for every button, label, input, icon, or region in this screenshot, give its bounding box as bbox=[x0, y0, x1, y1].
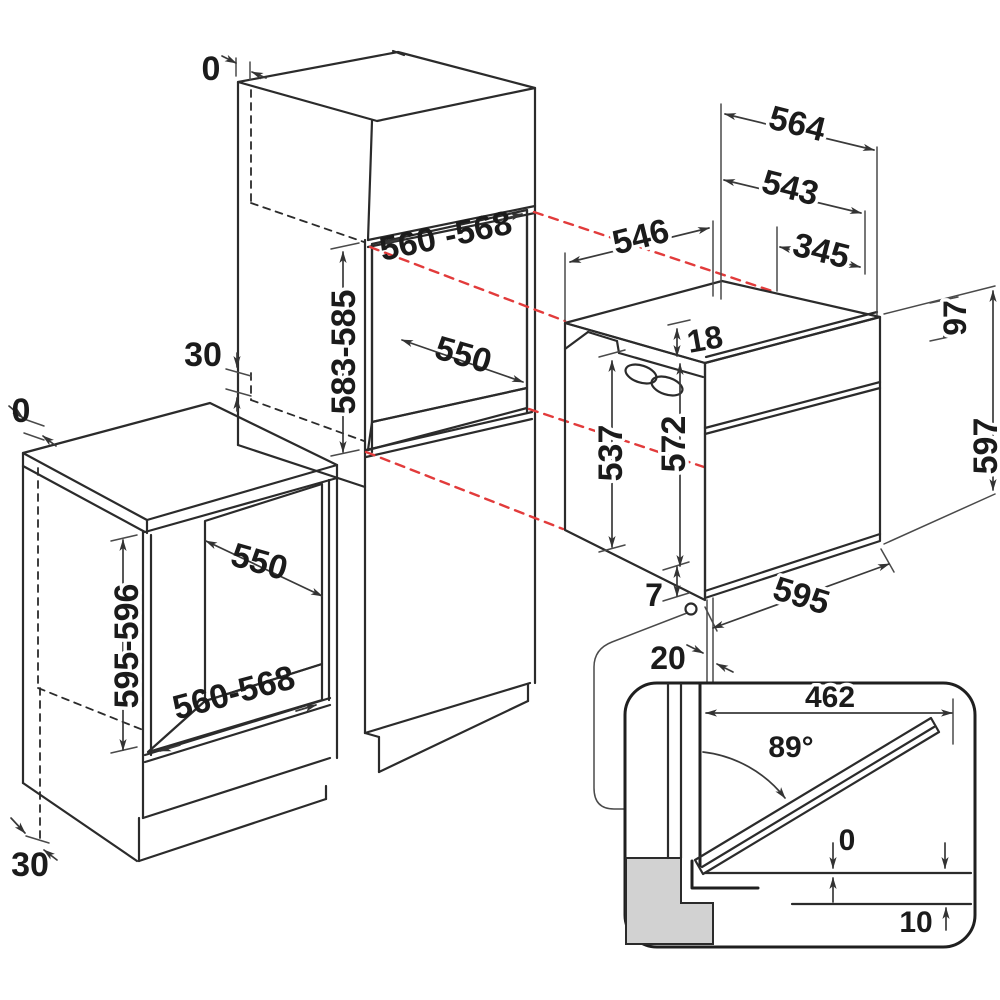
tall-niche-height-label: 583-585 bbox=[325, 290, 363, 415]
base-niche-width-label: 560-568 bbox=[169, 659, 299, 728]
oven-width-label: 595 bbox=[769, 570, 834, 623]
oven-top-inset-label: 18 bbox=[684, 318, 725, 360]
oven-front-face bbox=[703, 315, 882, 600]
projection-line-bottom-right bbox=[527, 407, 706, 469]
base-niche-height-label: 595-596 bbox=[108, 584, 146, 709]
inset-oven-bottom-edge bbox=[690, 859, 760, 890]
oven-front-height-label: 572 bbox=[655, 416, 693, 473]
oven-overall-height-label: 597 bbox=[967, 418, 1000, 475]
oven-side-vent-slot bbox=[624, 363, 658, 385]
dimension-labels: 0 30 560 -568 583-585 550 0 550 595-596 … bbox=[11, 50, 1000, 943]
door-angle-inset bbox=[623, 681, 977, 949]
base-gap-top-label: 0 bbox=[12, 392, 31, 430]
oven-depth-body-label: 543 bbox=[758, 163, 822, 214]
tall-gap-side-label: 30 bbox=[184, 336, 222, 374]
opening-angle-label: 89° bbox=[768, 731, 813, 764]
door-flush-gap-label: 0 bbox=[839, 824, 856, 857]
oven-side-face bbox=[563, 321, 707, 602]
opening-angle-arc bbox=[702, 751, 786, 799]
oven-bottom-gap-label: 7 bbox=[645, 577, 663, 613]
oven-depth-front-label: 345 bbox=[789, 226, 853, 277]
base-cabinet bbox=[21, 401, 339, 863]
tall-niche-depth-label: 550 bbox=[431, 329, 496, 381]
base-gap-bottom-label: 30 bbox=[11, 846, 49, 884]
tall-gap-top-label: 0 bbox=[202, 50, 221, 88]
dimension-lines bbox=[8, 54, 997, 861]
tall-cabinet bbox=[236, 49, 537, 774]
oven-panel-top-label: 97 bbox=[937, 300, 973, 336]
oven bbox=[563, 279, 882, 688]
tall-cabinet-top-face bbox=[236, 50, 537, 123]
oven-front-protrusion-label: 20 bbox=[650, 640, 686, 676]
projection-line-bottom-left bbox=[364, 450, 565, 531]
oven-depth-overall-label: 564 bbox=[765, 99, 829, 150]
tall-niche-width-label: 560 -568 bbox=[376, 204, 515, 269]
extension-lines bbox=[23, 57, 996, 844]
callout-anchor-circle bbox=[684, 602, 698, 616]
base-niche-depth-label: 550 bbox=[227, 536, 292, 588]
floor-clearance-label: 10 bbox=[899, 906, 932, 939]
inset-open-door bbox=[693, 716, 941, 876]
tall-niche-floor bbox=[366, 386, 529, 452]
door-length-label: 462 bbox=[805, 681, 855, 714]
oven-body-height-label: 537 bbox=[592, 425, 630, 482]
callout-leader-line bbox=[593, 612, 688, 810]
detail-callout bbox=[593, 602, 698, 810]
projection-line-top-left bbox=[368, 245, 567, 323]
oven-control-panel-edge bbox=[703, 380, 882, 430]
